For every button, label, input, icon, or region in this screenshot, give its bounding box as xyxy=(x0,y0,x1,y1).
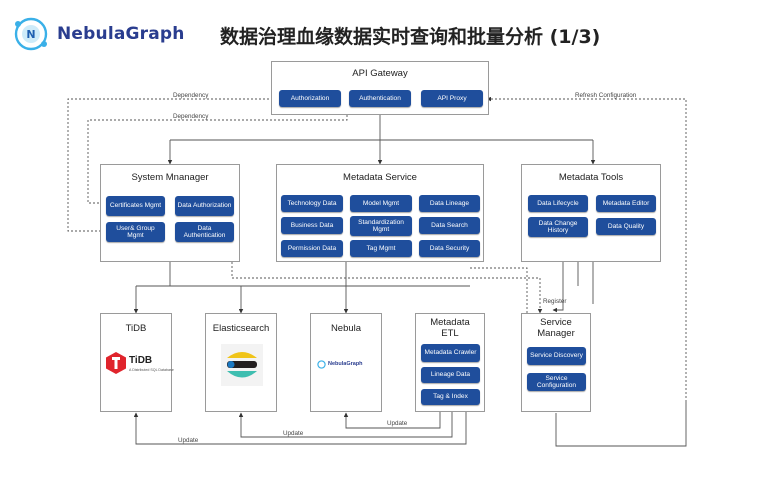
data-lifecycle-chip[interactable]: Data Lifecycle xyxy=(528,195,588,212)
tidb-logo-sub: A Distributed SQL Database xyxy=(129,368,174,372)
metadata-etl-title-line1: Metadata xyxy=(430,317,470,328)
nebula-logo-text: NebulaGraph xyxy=(328,361,363,367)
nebula-logo-icon: N xyxy=(14,17,48,51)
edge-refresh xyxy=(486,96,687,402)
tidb-cube-icon xyxy=(106,352,126,374)
label-update-es: Update xyxy=(283,430,304,437)
service-configuration-chip[interactable]: Service Configuration xyxy=(527,373,586,391)
data-lineage-chip[interactable]: Data Lineage xyxy=(419,195,480,212)
elasticsearch-title: Elasticsearch xyxy=(212,323,270,334)
elasticsearch-logo-icon xyxy=(221,344,263,386)
brand-logo: N NebulaGraph xyxy=(12,14,197,54)
metadata-editor-chip[interactable]: Metadata Editor xyxy=(596,195,656,212)
model-mgmt-chip[interactable]: Model Mgmt xyxy=(350,195,412,212)
tidb-logo: TiDB A Distributed SQL Database xyxy=(106,350,174,380)
metadata-etl-title: Metadata ETL xyxy=(416,317,484,340)
edge-register xyxy=(231,262,543,314)
label-refresh: Refresh Configuration xyxy=(575,92,637,99)
data-quality-chip[interactable]: Data Quality xyxy=(596,218,656,235)
permission-data-chip[interactable]: Permission Data xyxy=(281,240,343,257)
tidb-panel: TiDB TiDB A Distributed SQL Database xyxy=(100,313,174,412)
data-authorization-chip[interactable]: Data Authorization xyxy=(175,196,234,216)
nebula-mini-icon xyxy=(317,359,326,369)
label-update-tidb: Update xyxy=(178,437,199,444)
metadata-tools-panel: Metadata Tools Data Lifecycle Metadata E… xyxy=(521,164,661,262)
authentication-chip[interactable]: Authentication xyxy=(349,90,411,107)
label-dependency-1: Dependency xyxy=(173,92,209,99)
edge-dependency-1 xyxy=(67,98,277,234)
label-dependency-2: Dependency xyxy=(173,113,209,120)
tidb-logo-text: TiDB xyxy=(129,355,153,366)
system-manager-title: System Mnanager xyxy=(131,172,209,183)
service-manager-title-line1: Service xyxy=(540,317,572,328)
brand-name: NebulaGraph xyxy=(57,24,185,44)
nebula-logo: NebulaGraph xyxy=(317,357,377,371)
svg-text:N: N xyxy=(26,28,35,41)
edge-dependency-2 xyxy=(87,103,348,206)
edge-update-tidb xyxy=(133,411,467,445)
api-proxy-chip[interactable]: API Proxy xyxy=(421,90,483,107)
tidb-title: TiDB xyxy=(125,323,147,334)
service-manager-panel: Service Manager Service Discovery Servic… xyxy=(521,313,591,412)
standardization-mgmt-chip[interactable]: Standardization Mgmt xyxy=(350,216,412,236)
metadata-etl-panel: Metadata ETL Metadata Crawler Lineage Da… xyxy=(415,313,485,412)
label-register: Register xyxy=(543,298,567,305)
api-gateway-title: API Gateway xyxy=(352,68,408,79)
metadata-crawler-chip[interactable]: Metadata Crawler xyxy=(421,344,480,362)
tag-mgmt-chip[interactable]: Tag Mgmt xyxy=(350,240,412,257)
data-search-chip[interactable]: Data Search xyxy=(419,217,480,234)
metadata-service-panel: Metadata Service Technology Data Model M… xyxy=(276,164,484,262)
authorization-chip[interactable]: Authorization xyxy=(279,90,341,107)
edge-update-nebula xyxy=(343,411,441,429)
technology-data-chip[interactable]: Technology Data xyxy=(281,195,343,212)
metadata-etl-title-line2: ETL xyxy=(441,327,459,339)
user-group-mgmt-chip[interactable]: User& Group Mgmt xyxy=(106,222,165,242)
nebula-panel: Nebula NebulaGraph xyxy=(310,313,382,412)
service-manager-title-line2: Manager xyxy=(537,327,575,339)
nebula-title: Nebula xyxy=(330,323,362,334)
data-change-history-chip[interactable]: Data Change History xyxy=(528,217,588,237)
lineage-data-chip[interactable]: Lineage Data xyxy=(421,367,480,383)
system-manager-panel: System Mnanager Certificates Mgmt Data A… xyxy=(100,164,240,262)
edge-update-es xyxy=(238,411,453,438)
page-title: 数据治理血缘数据实时查询和批量分析 (1/3) xyxy=(220,26,601,48)
business-data-chip[interactable]: Business Data xyxy=(281,217,343,234)
certificates-mgmt-chip[interactable]: Certificates Mgmt xyxy=(106,196,165,216)
elasticsearch-panel: Elasticsearch xyxy=(205,313,277,412)
data-security-chip[interactable]: Data Security xyxy=(419,240,480,257)
metadata-service-title: Metadata Service xyxy=(343,172,417,183)
data-authentication-chip[interactable]: Data Authentication xyxy=(175,222,234,242)
label-update-nebula: Update xyxy=(387,420,408,427)
tag-index-chip[interactable]: Tag & Index xyxy=(421,389,480,405)
api-gateway-panel: API Gateway Authorization Authentication… xyxy=(271,61,489,115)
metadata-tools-title: Metadata Tools xyxy=(558,172,624,183)
service-manager-title: Service Manager xyxy=(522,317,590,340)
service-discovery-chip[interactable]: Service Discovery xyxy=(527,347,586,365)
